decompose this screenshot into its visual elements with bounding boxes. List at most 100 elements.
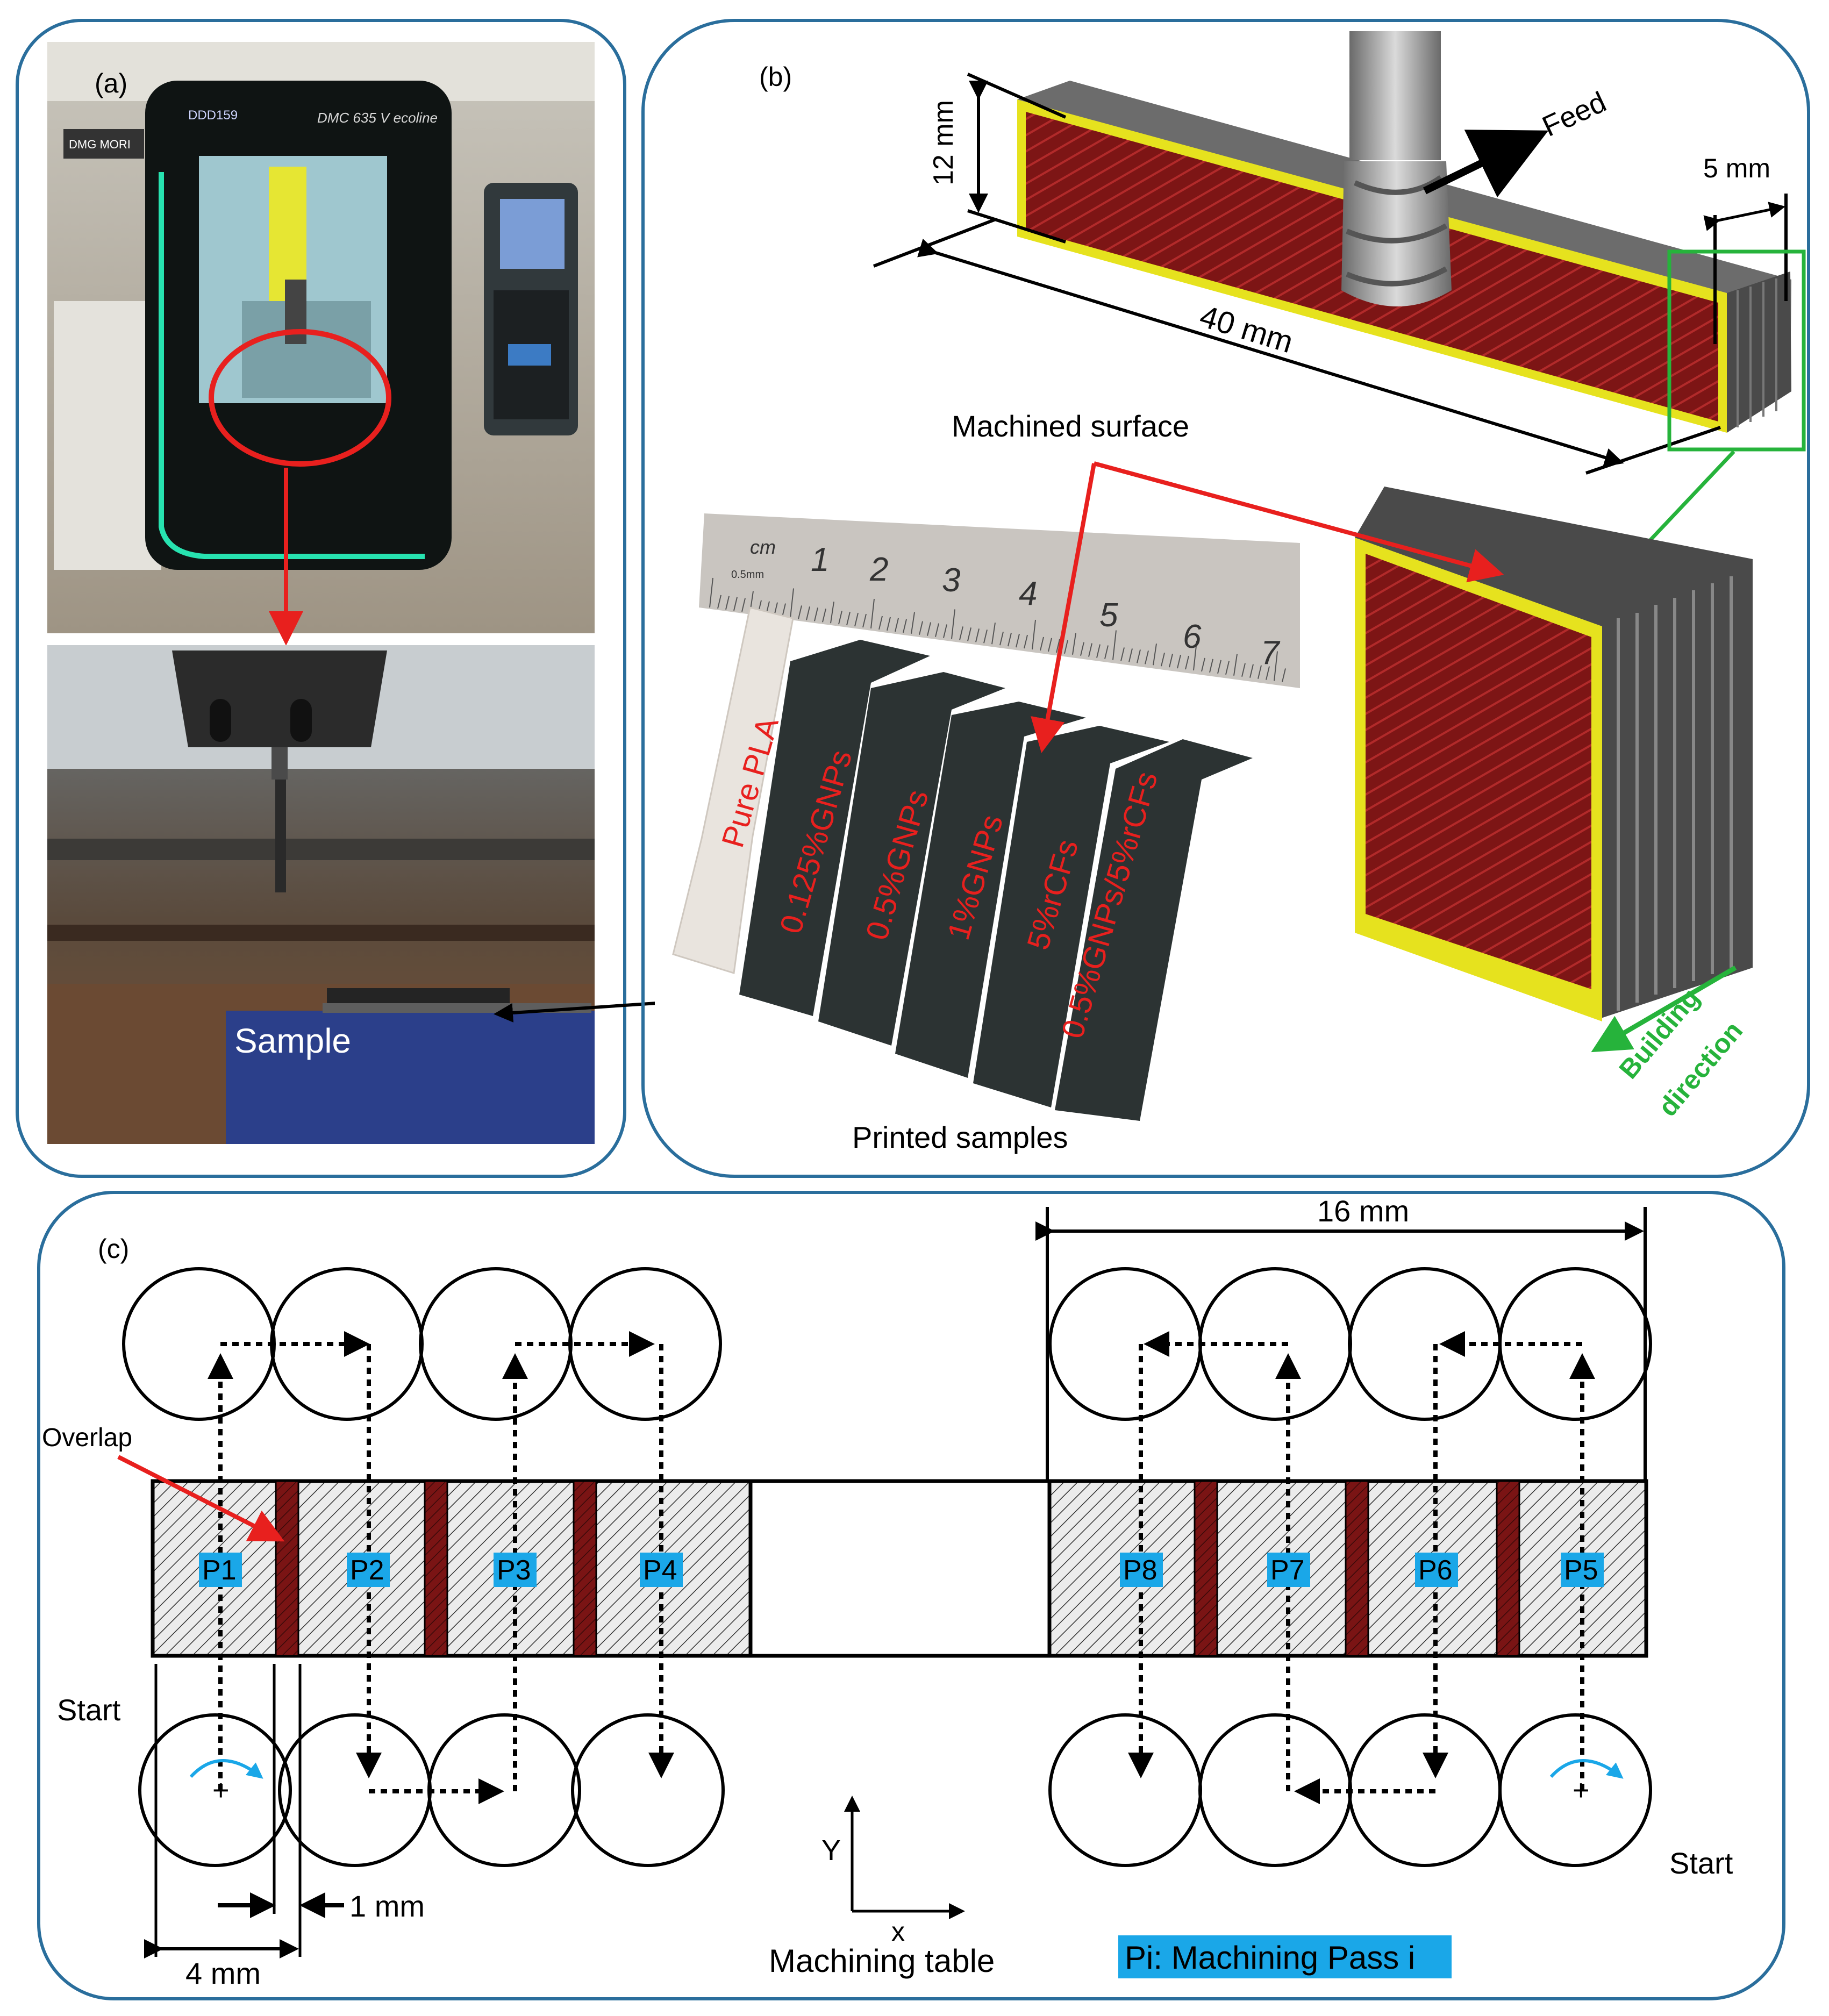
overlap-strip <box>275 1480 299 1657</box>
machined-surface-arrow-2 <box>1093 461 1504 583</box>
ruler-tick <box>1040 637 1044 651</box>
ruler-tick <box>1120 647 1125 661</box>
panel-b-label: (b) <box>759 62 792 92</box>
printed-samples-photo: cm 0.5mm 1 2 3 4 5 6 7 Pure PLA 0.125%GN… <box>655 503 1300 1121</box>
legend-box <box>1118 1935 1452 1978</box>
panel-c-label: (c) <box>98 1234 129 1264</box>
ruler-number-1: 1 <box>811 541 829 578</box>
ruler-tick <box>1193 640 1197 671</box>
ruler-tick <box>1048 638 1052 652</box>
sample-label: Sample <box>234 1021 351 1060</box>
ruler-tick <box>1217 660 1221 674</box>
ruler-tick <box>1282 668 1286 682</box>
ruler-number-2: 2 <box>869 551 888 588</box>
ruler-tick <box>1161 652 1165 667</box>
ruler-tick <box>838 610 842 625</box>
ruler-tick <box>1169 653 1173 668</box>
ruler-tick <box>1209 659 1213 673</box>
pass-label-p8: P8 <box>1123 1555 1158 1586</box>
panel-c-frame <box>37 1191 1785 2000</box>
overlap-strip <box>424 1480 448 1657</box>
ruler-tick <box>1064 640 1068 654</box>
machined-surface-arrow-1 <box>1031 463 1096 753</box>
ruler-tick <box>1096 644 1101 658</box>
ruler-tick <box>782 603 786 617</box>
machine-number: DDD159 <box>188 108 238 123</box>
ruler-tick <box>814 607 818 621</box>
pass-labels: P1 P2 P3 P4 P8 P7 P6 P5 <box>199 1553 1604 1587</box>
ruler-tick <box>895 618 899 632</box>
panel-b-frame <box>641 19 1810 1178</box>
ruler-tick <box>1241 663 1246 677</box>
overlap-strip <box>1345 1480 1369 1657</box>
printed-samples-label: Printed samples <box>852 1120 1068 1154</box>
overlap-strip <box>573 1480 597 1657</box>
ruler-number-4: 4 <box>1019 575 1037 612</box>
ruler-tick <box>733 597 738 611</box>
ruler-tick <box>830 602 834 624</box>
start-label-left: Start <box>57 1693 121 1727</box>
panel-a: DMC 635 V ecoline DDD159 DMG MORI (a) <box>16 19 626 1178</box>
ruler-tick <box>1128 648 1133 662</box>
ruler-tick <box>822 609 826 623</box>
ruler-tick <box>1274 651 1278 681</box>
dim-1mm-label: 1 mm <box>349 1889 425 1923</box>
pass-label-p2: P2 <box>350 1555 384 1586</box>
end-mill-tool <box>1341 31 1452 306</box>
ruler-tick <box>1088 643 1092 657</box>
ruler-number-6: 6 <box>1183 618 1202 655</box>
ruler-cm: cm <box>750 536 776 558</box>
ruler-tick <box>1072 633 1076 655</box>
zoom-box <box>1667 249 1806 452</box>
ruler-number-7: 7 <box>1261 634 1281 671</box>
ruler-tick <box>1233 654 1238 676</box>
ruler-tick <box>878 616 883 630</box>
ruler-tick <box>870 598 875 629</box>
center-mark-right: + <box>1573 1774 1590 1806</box>
x-axis-label: x <box>891 1917 905 1947</box>
ruler-tick <box>1008 632 1012 647</box>
dim-5mm-line <box>1703 202 1785 231</box>
ruler-tick <box>1016 633 1020 648</box>
ruler-tick <box>798 605 802 619</box>
dim-16mm-label: 16 mm <box>1317 1194 1409 1228</box>
ruler-tick <box>1080 642 1084 656</box>
overlap-label: Overlap <box>42 1424 132 1452</box>
overlap-strip <box>1496 1480 1520 1657</box>
ruler-tick <box>887 617 891 631</box>
legend-label: Pi: Machining Pass i <box>1125 1940 1415 1976</box>
ruler-tick <box>935 623 939 637</box>
ruler-unit: 0.5mm <box>731 569 764 581</box>
ruler-tick <box>741 598 746 612</box>
dim-4mm-label: 4 mm <box>185 1956 261 1990</box>
ruler-tick <box>1266 666 1270 680</box>
ruler-tick <box>1145 650 1149 664</box>
ruler-tick <box>999 631 1004 646</box>
ruler-tick <box>991 623 996 645</box>
ruler-tick <box>1177 654 1181 669</box>
ruler-tick <box>959 626 963 640</box>
machining-table-label: Machining table <box>769 1943 995 1979</box>
sample-bar <box>327 988 510 1004</box>
ruler-tick <box>1024 634 1028 649</box>
pass-label-p5: P5 <box>1564 1555 1598 1586</box>
ruler-tick <box>903 619 907 633</box>
ruler-tick <box>1201 657 1205 672</box>
panel-a-label: (a) <box>95 68 127 98</box>
machine-photo: DMC 635 V ecoline DDD159 DMG MORI (a) <box>47 42 595 646</box>
ruler-tick <box>790 588 794 618</box>
ruler-tick <box>1104 645 1109 659</box>
overlap-arrow <box>117 1455 285 1542</box>
ruler-tick <box>846 611 851 626</box>
ruler-tick <box>1056 639 1060 653</box>
spin-indicator-right <box>1549 1759 1624 1779</box>
pass-label-p1: P1 <box>202 1555 237 1586</box>
ruler-tick <box>1153 644 1157 666</box>
ruler-tick <box>927 622 931 636</box>
zoomed-block <box>1355 487 1753 1021</box>
ruler-tick <box>1112 630 1117 660</box>
ruler-tick <box>1249 664 1254 678</box>
ruler-tick <box>717 595 721 609</box>
feed-label: Feed <box>1538 85 1611 142</box>
